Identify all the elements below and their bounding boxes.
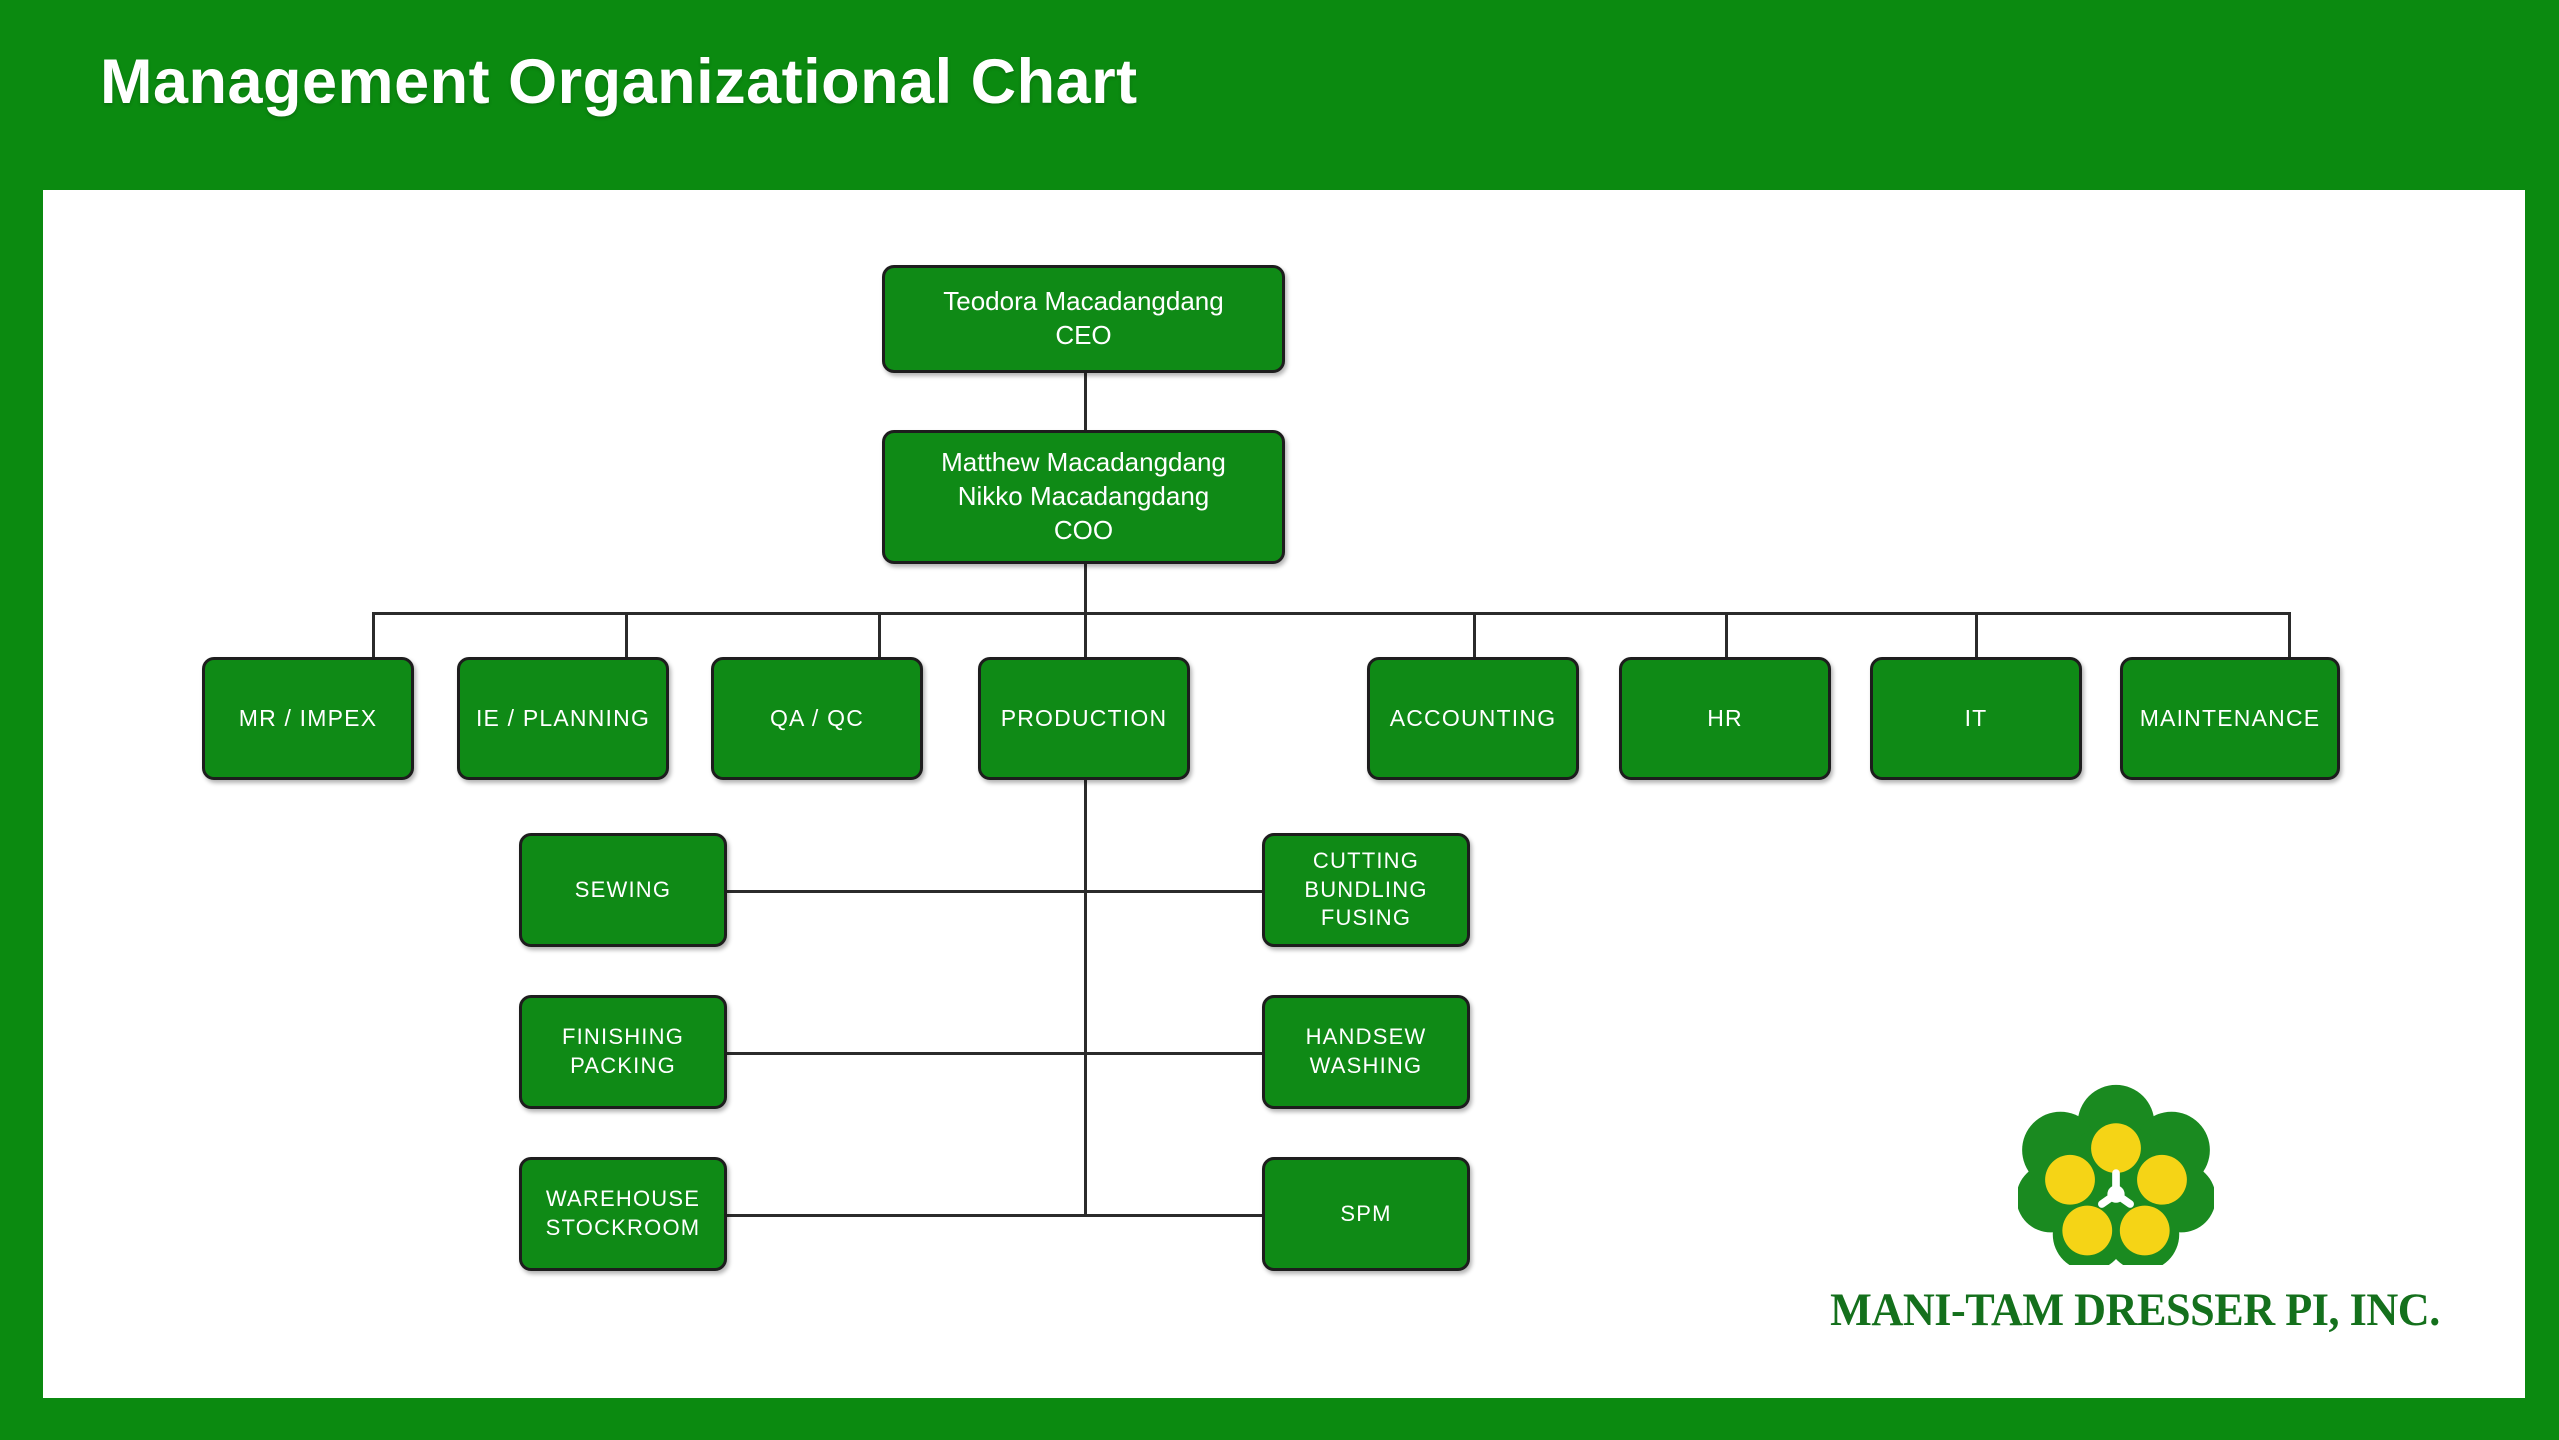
node-coo[interactable]: Matthew Macadangdang Nikko Macadangdang … xyxy=(882,430,1285,564)
header-band xyxy=(0,0,2559,190)
it-label: IT xyxy=(1964,704,1988,731)
accounting-label: ACCOUNTING xyxy=(1389,704,1557,731)
node-finishing-packing[interactable]: FINISHING PACKING xyxy=(519,995,727,1109)
node-cutting-bundling-fusing[interactable]: CUTTING BUNDLING FUSING xyxy=(1262,833,1470,947)
node-accounting[interactable]: ACCOUNTING xyxy=(1367,657,1579,780)
connector-sub-row-2 xyxy=(727,1052,1262,1055)
coo-name-1: Matthew Macadangdang xyxy=(941,447,1226,478)
finishing-line-1: FINISHING xyxy=(561,1024,685,1050)
hr-label: HR xyxy=(1707,704,1743,731)
node-ceo[interactable]: Teodora Macadangdang CEO xyxy=(882,265,1285,373)
connector-drop-hr xyxy=(1725,612,1728,657)
node-hr[interactable]: HR xyxy=(1619,657,1831,780)
spm-label: SPM xyxy=(1340,1200,1392,1226)
node-sewing[interactable]: SEWING xyxy=(519,833,727,947)
ceo-name: Teodora Macadangdang xyxy=(943,286,1224,317)
connector-drop-mr-impex xyxy=(372,612,375,657)
node-mr-impex[interactable]: MR / IMPEX xyxy=(202,657,414,780)
node-maintenance[interactable]: MAINTENANCE xyxy=(2120,657,2340,780)
connector-drop-maintenance xyxy=(2288,612,2291,657)
production-label: PRODUCTION xyxy=(1000,704,1168,731)
finishing-line-2: PACKING xyxy=(570,1053,676,1078)
cutting-line-2: BUNDLING xyxy=(1304,876,1428,902)
coo-role: COO xyxy=(1053,514,1114,545)
page-title: Management Organizational Chart xyxy=(100,47,1138,117)
qa-qc-label: QA / QC xyxy=(769,704,865,731)
connector-sub-row-3 xyxy=(727,1214,1262,1217)
mr-impex-label: MR / IMPEX xyxy=(238,704,378,731)
cutting-line-1: CUTTING xyxy=(1312,848,1420,874)
warehouse-line-2: STOCKROOM xyxy=(545,1215,701,1240)
sewing-label: SEWING xyxy=(574,876,672,902)
connector-drop-it xyxy=(1975,612,1978,657)
chart-canvas: Teodora Macadangdang CEO Matthew Macadan… xyxy=(43,190,2525,1398)
node-production[interactable]: PRODUCTION xyxy=(978,657,1190,780)
node-it[interactable]: IT xyxy=(1870,657,2082,780)
warehouse-line-1: WAREHOUSE xyxy=(545,1186,701,1212)
maintenance-label: MAINTENANCE xyxy=(2139,704,2321,731)
connector-drop-qa-qc xyxy=(878,612,881,657)
connector-drop-production xyxy=(1084,612,1087,657)
connector-coo-stem xyxy=(1084,563,1087,612)
company-name: MANI-TAM DRESSER PI, INC. xyxy=(1830,1284,2440,1336)
node-warehouse-stockroom[interactable]: WAREHOUSE STOCKROOM xyxy=(519,1157,727,1271)
ie-planning-label: IE / PLANNING xyxy=(475,704,651,731)
node-ie-planning[interactable]: IE / PLANNING xyxy=(457,657,669,780)
connector-sub-row-1 xyxy=(727,890,1262,893)
ceo-role: CEO xyxy=(1055,320,1112,350)
connector-dept-bus xyxy=(372,612,2288,615)
node-qa-qc[interactable]: QA / QC xyxy=(711,657,923,780)
connector-ceo-coo xyxy=(1084,372,1087,430)
handsew-line-2: WASHING xyxy=(1309,1053,1423,1078)
connector-production-trunk xyxy=(1084,780,1087,1215)
flower-logo-icon xyxy=(2016,1083,2216,1271)
connector-drop-ie-planning xyxy=(625,612,628,657)
connector-drop-accounting xyxy=(1473,612,1476,657)
cutting-line-3: FUSING xyxy=(1320,905,1412,931)
coo-name-2: Nikko Macadangdang xyxy=(957,481,1210,512)
node-handsew-washing[interactable]: HANDSEW WASHING xyxy=(1262,995,1470,1109)
handsew-line-1: HANDSEW xyxy=(1305,1024,1427,1050)
node-spm[interactable]: SPM xyxy=(1262,1157,1470,1271)
